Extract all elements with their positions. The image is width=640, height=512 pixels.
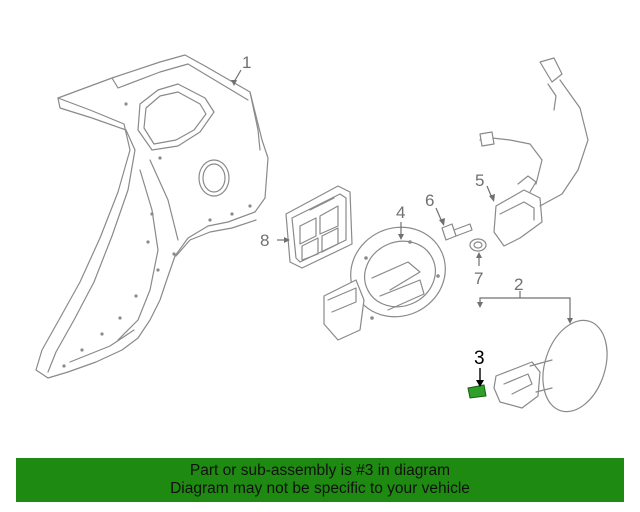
callout-1: 1 bbox=[242, 53, 251, 72]
callout-3: 3 bbox=[474, 348, 485, 369]
callout-arrows bbox=[231, 80, 573, 387]
filler-housing-part bbox=[323, 226, 446, 341]
callout-line-2 bbox=[479, 297, 571, 320]
quarter-panel-part bbox=[35, 54, 269, 379]
banner-line-2: Diagram may not be specific to your vehi… bbox=[170, 480, 470, 497]
info-banner: Part or sub-assembly is #3 in diagram Di… bbox=[16, 458, 624, 502]
housing-bracket-part bbox=[285, 185, 353, 269]
callout-numbers: 1 2 3 4 5 6 7 8 bbox=[242, 53, 523, 369]
callout-5: 5 bbox=[475, 171, 484, 190]
callout-6: 6 bbox=[425, 191, 434, 210]
callout-8: 8 bbox=[260, 231, 269, 250]
callout-4: 4 bbox=[396, 203, 405, 222]
banner-line-1: Part or sub-assembly is #3 in diagram bbox=[189, 462, 451, 479]
grommet-part bbox=[469, 238, 487, 252]
callout-2: 2 bbox=[514, 275, 523, 294]
callout-7: 7 bbox=[474, 269, 483, 288]
highlighted-clip-part bbox=[467, 384, 487, 399]
screw-part bbox=[441, 223, 473, 241]
parts-diagram: 1 2 3 4 5 6 7 8 bbox=[35, 53, 608, 413]
actuator-part bbox=[479, 57, 589, 247]
fuel-door-part bbox=[493, 319, 608, 413]
